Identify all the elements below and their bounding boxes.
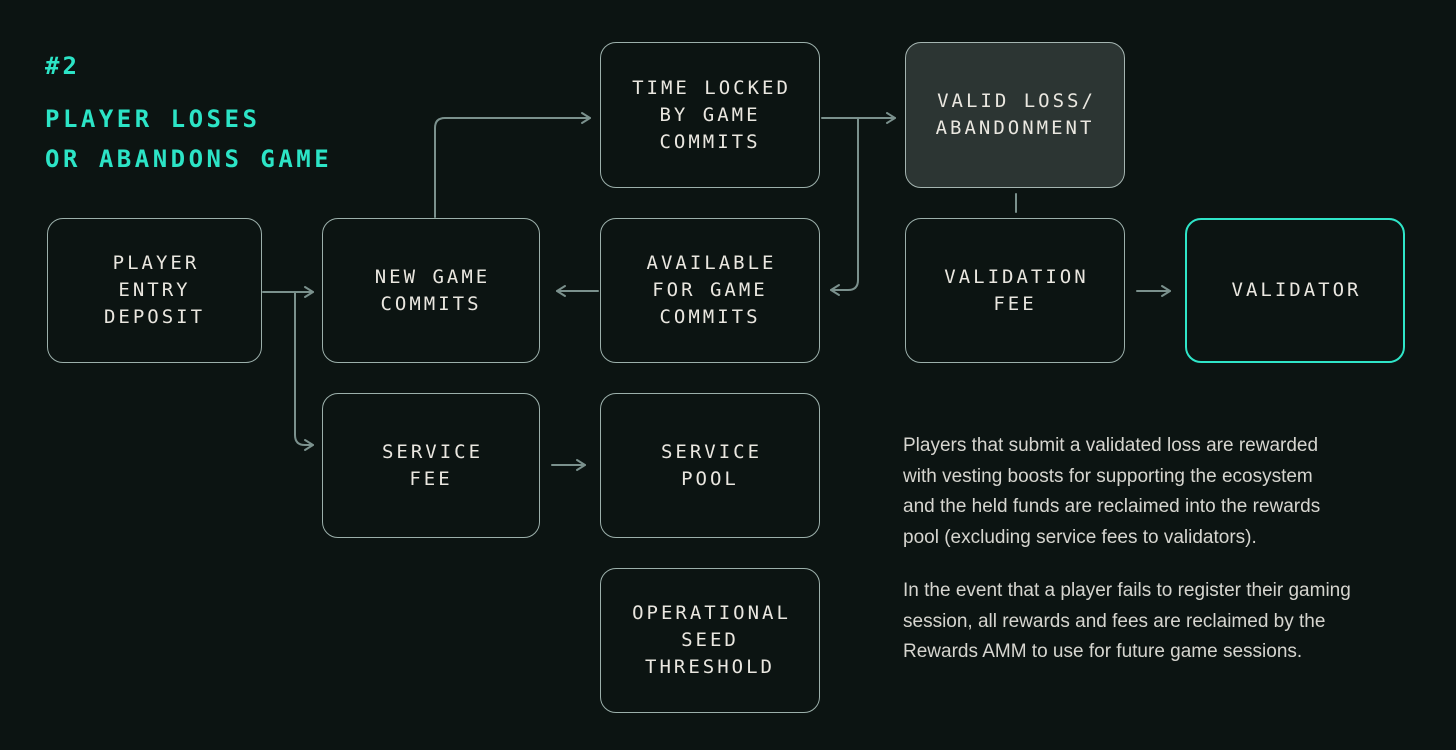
node-operational-seed-threshold: OPERATIONAL SEED THRESHOLD: [600, 568, 820, 713]
node-new-game-commits: NEW GAME COMMITS: [322, 218, 540, 363]
node-label: OPERATIONAL SEED THRESHOLD: [632, 602, 791, 678]
node-label: AVAILABLE FOR GAME COMMITS: [646, 252, 777, 328]
edge-player-entry-to-service-fee: [294, 291, 314, 451]
node-service-fee: SERVICE FEE: [322, 393, 540, 538]
edge-time-locked-to-available: [830, 117, 859, 296]
node-validation-fee: VALIDATION FEE: [905, 218, 1125, 363]
node-player-entry-deposit: PLAYER ENTRY DEPOSIT: [47, 218, 262, 363]
node-label: TIME LOCKED BY GAME COMMITS: [632, 76, 791, 153]
node-label: PLAYER ENTRY DEPOSIT: [103, 252, 206, 328]
note-paragraph-1: Players that submit a validated loss are…: [903, 435, 1321, 548]
node-label: VALIDATION FEE: [944, 265, 1089, 315]
node-label: VALID LOSS/ ABANDONMENT: [935, 90, 1096, 139]
node-available-for-game-commits: AVAILABLE FOR GAME COMMITS: [600, 218, 820, 363]
explanatory-notes: Players that submit a validated loss are…: [903, 431, 1423, 668]
node-label: SERVICE FEE: [381, 440, 484, 490]
diagram-title: PLAYER LOSES OR ABANDONS GAME: [45, 105, 333, 173]
node-time-locked-by-game-commits: TIME LOCKED BY GAME COMMITS: [600, 42, 820, 188]
note-paragraph-2: In the event that a player fails to regi…: [903, 580, 1351, 662]
edge-new-game-to-time-locked: [434, 112, 591, 218]
node-validator: VALIDATOR: [1185, 218, 1405, 363]
node-label: VALIDATOR: [1231, 279, 1362, 301]
node-label: NEW GAME COMMITS: [374, 265, 491, 315]
node-valid-loss-abandonment: VALID LOSS/ ABANDONMENT: [905, 42, 1125, 188]
diagram-number: #2: [45, 52, 80, 80]
node-label: SERVICE POOL: [660, 440, 763, 490]
node-service-pool: SERVICE POOL: [600, 393, 820, 538]
